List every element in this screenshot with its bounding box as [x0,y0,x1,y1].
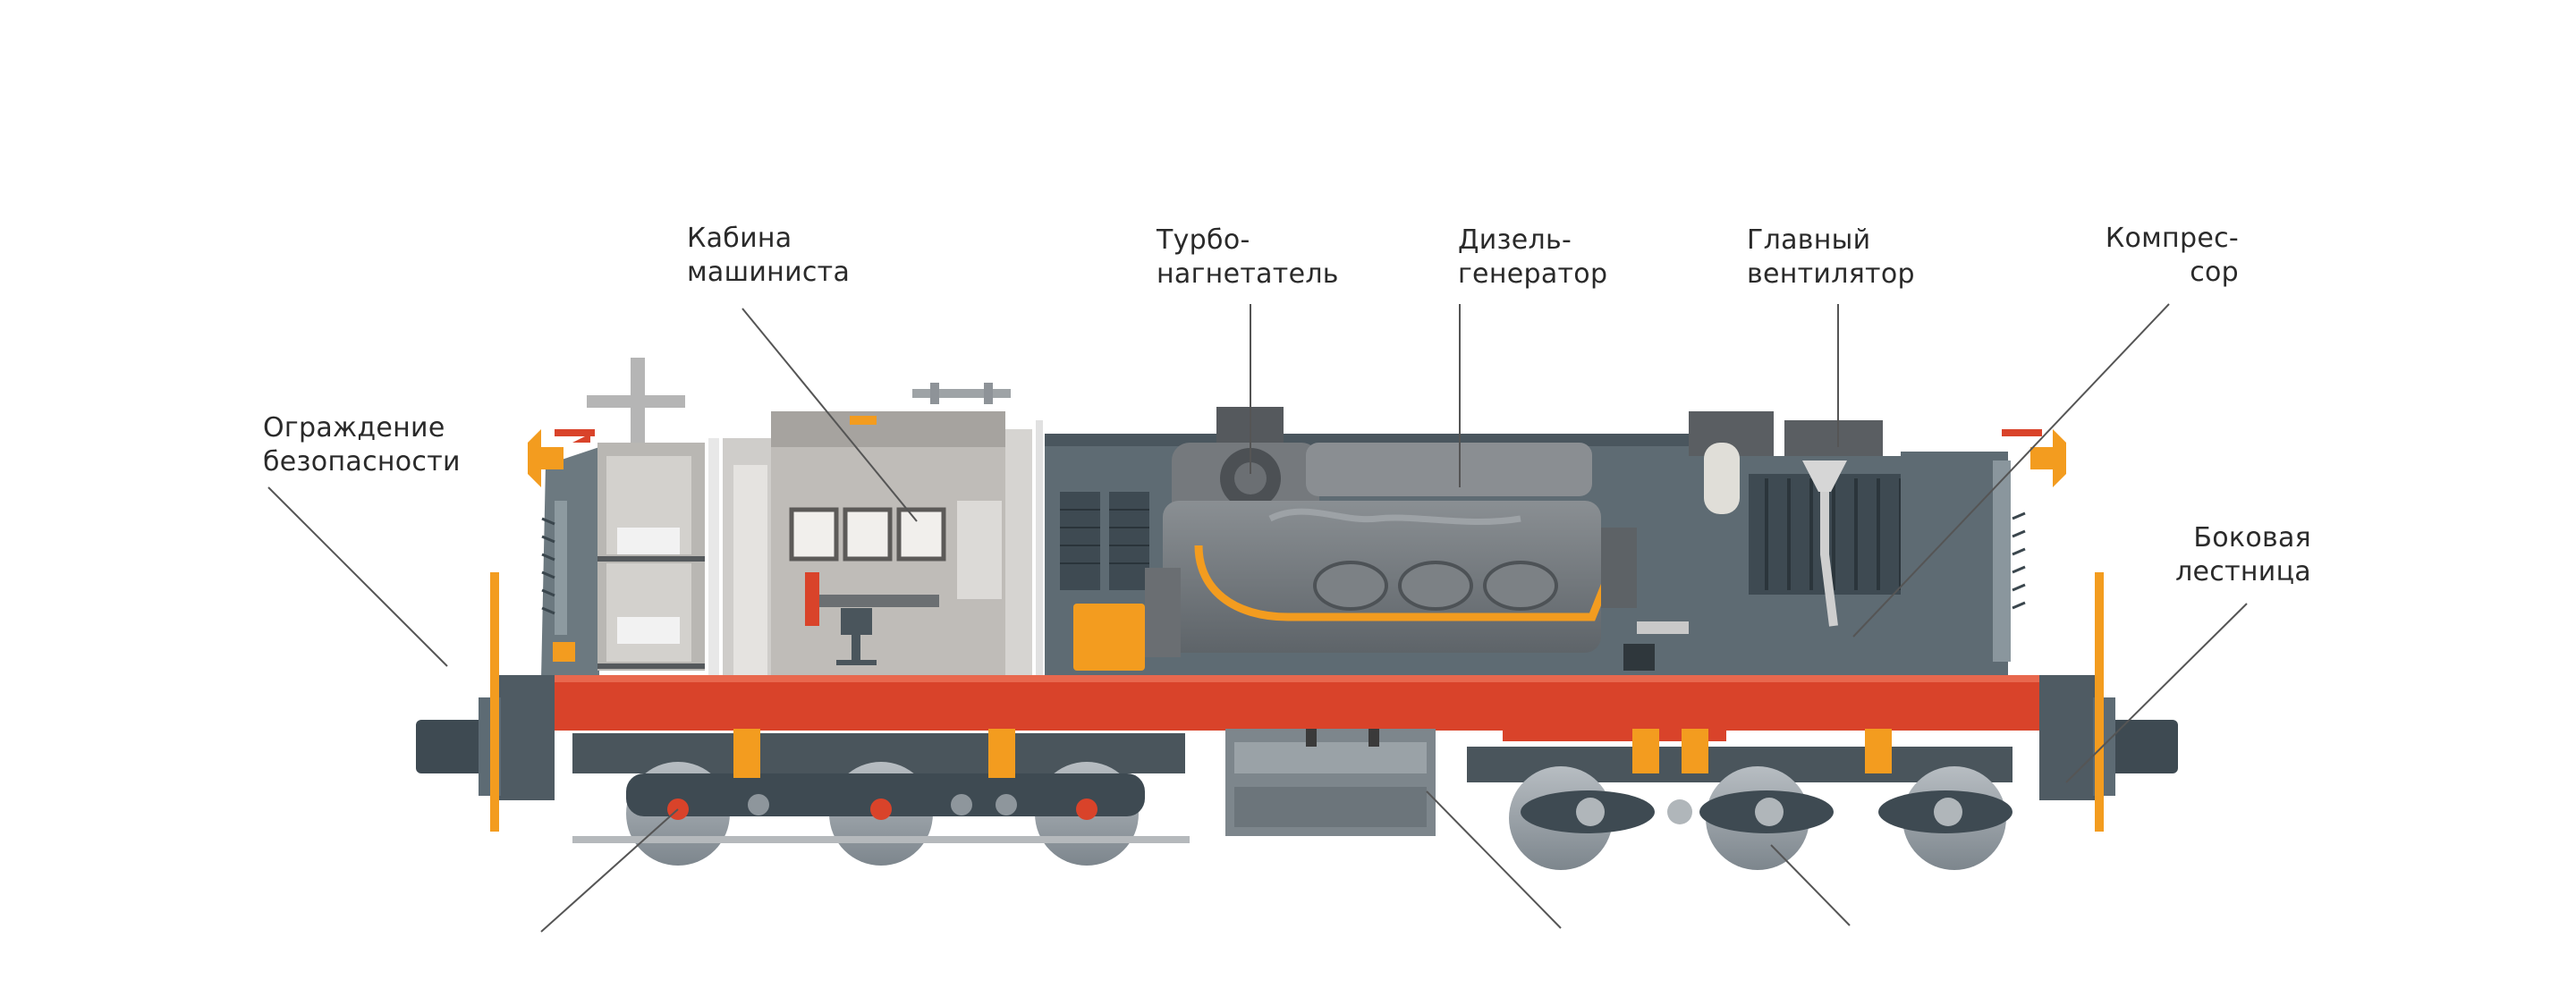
leader-lines [267,303,2248,933]
label-diesel-generator: Дизель- генератор [1458,224,1608,290]
driver-seat [805,572,877,665]
leader-compressor [1852,303,2170,638]
label-side-ladder: Боковая лестница [2175,522,2311,587]
label-compressor: Компрес- сор [2105,223,2239,288]
cooling-section [1689,411,2026,675]
leader-side-ladder [2065,603,2248,783]
label-main-fan: Главный вентилятор [1747,224,1915,290]
label-turbocharger: Турбо- нагнетатель [1157,224,1339,290]
leader-driver-cab [741,308,918,522]
front-hood [541,447,599,680]
main-frame [546,675,2048,741]
left-end-beam [416,572,555,832]
diesel-generator-unit [1073,443,1637,671]
driver-cab [771,411,1032,675]
label-driver-cab: Кабина машиниста [687,223,851,288]
headlights [528,429,2066,662]
front-bogie [572,729,1190,866]
leader-safety-guard [267,486,448,667]
leader-front-wheelset [540,808,679,933]
right-end-beam [2039,572,2178,832]
storage-compartment [597,438,776,675]
leader-rear-wheelset [1770,844,1851,926]
leader-fuel-tank [1426,790,1562,929]
rear-bogie [1467,729,2012,870]
fuel-tank [1225,729,1436,836]
label-safety-guard: Ограждение безопасности [263,412,461,477]
antenna [587,358,1011,443]
